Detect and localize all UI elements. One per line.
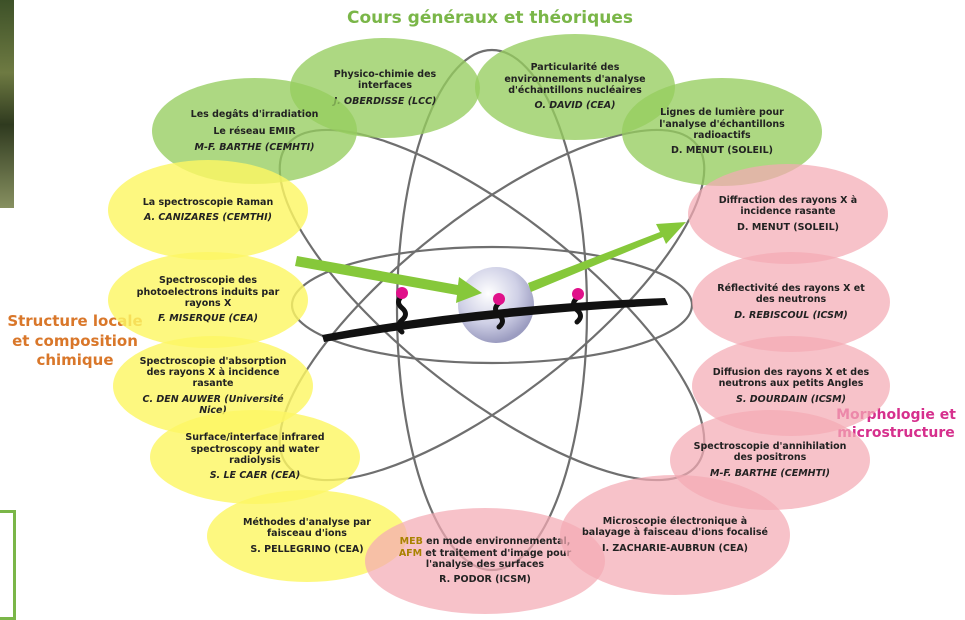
particles <box>396 287 584 305</box>
course-author: M-F. BARTHE (CEMHTI) <box>194 141 315 153</box>
course-title: Spectroscopie d'annihilation des positro… <box>693 440 847 464</box>
course-title: Microscopie électronique à balayage à fa… <box>582 515 768 539</box>
meb-text: en mode environnemental, <box>422 536 571 548</box>
course-author: D. REBISCOUL (ICSM) <box>734 309 848 321</box>
course-bubble-raman: La spectroscopie Raman A. CANIZARES (CEM… <box>108 160 308 260</box>
course-title-2: Le réseau EMIR <box>213 126 296 138</box>
course-author: S. LE CAER (CEA) <box>209 470 301 482</box>
afm-text: et traitement d'image pour l'analyse des… <box>422 547 572 570</box>
course-author: F. MISERQUE (CEA) <box>157 313 259 325</box>
course-title: Les degâts d'irradiation <box>190 108 319 120</box>
course-author: I. ZACHARIE-AUBRUN (CEA) <box>601 542 749 554</box>
meb-highlight: MEB <box>399 536 423 548</box>
course-bubble-xps: Spectroscopie des photoelectrons induits… <box>108 252 308 348</box>
molecule-chains <box>396 293 583 335</box>
course-title: La spectroscopie Raman <box>142 196 274 208</box>
course-bubble-diffraction: Diffraction des rayons X à incidence ras… <box>688 164 888 264</box>
course-title: Particularité des environnements d'analy… <box>504 62 646 96</box>
arrows <box>295 222 686 303</box>
photo-strip <box>0 0 14 208</box>
course-title: Diffusion des rayons X et des neutrons a… <box>712 366 870 390</box>
course-title: Physico-chimie des interfaces <box>333 68 437 92</box>
course-author: R. PODOR (ICSM) <box>439 574 531 586</box>
course-title: Spectroscopie d'absorption des rayons X … <box>139 355 287 390</box>
afm-highlight: AFM <box>398 547 423 559</box>
course-author: A. CANIZARES (CEMTHI) <box>143 212 272 223</box>
course-bubble-infrared: Surface/interface infrared spectroscopy … <box>150 410 360 504</box>
course-title: Réflectivité des rayons X et des neutron… <box>717 282 865 306</box>
course-title: Spectroscopie des photoelectrons induits… <box>136 275 280 309</box>
course-author: M-F. BARTHE (CEMHTI) <box>710 467 830 479</box>
course-title: Méthodes d'analyse par faisceau d'ions <box>243 516 371 540</box>
course-author: S. DOURDAIN (ICSM) <box>736 393 846 405</box>
course-author: D. MENUT (SOLEIL) <box>671 145 773 157</box>
surface-bar <box>322 298 668 342</box>
course-title: Diffraction des rayons X à incidence ras… <box>718 194 858 218</box>
category-general-theory: Cours généraux et théoriques <box>347 8 633 28</box>
course-title: MEB en mode environnemental, AFM et trai… <box>383 536 587 570</box>
category-local-structure: Structure locale et composition chimique <box>7 312 143 369</box>
course-author: C. DEN AUWER (Université Nice) <box>142 393 284 417</box>
course-bubble-saxs: Diffusion des rayons X et des neutrons a… <box>692 336 890 436</box>
course-bubble-reflectivity: Réflectivité des rayons X et des neutron… <box>692 252 890 352</box>
course-title: Lignes de lumière pour l'analyse d'échan… <box>659 107 785 141</box>
course-author: S. PELLEGRINO (CEA) <box>250 543 364 555</box>
course-author: D. MENUT (SOLEIL) <box>737 221 839 233</box>
course-title: Surface/interface infrared spectroscopy … <box>185 432 325 466</box>
course-author: O. DAVID (CEA) <box>534 100 616 112</box>
course-author: J. OBERDISSE (LCC) <box>333 95 437 107</box>
